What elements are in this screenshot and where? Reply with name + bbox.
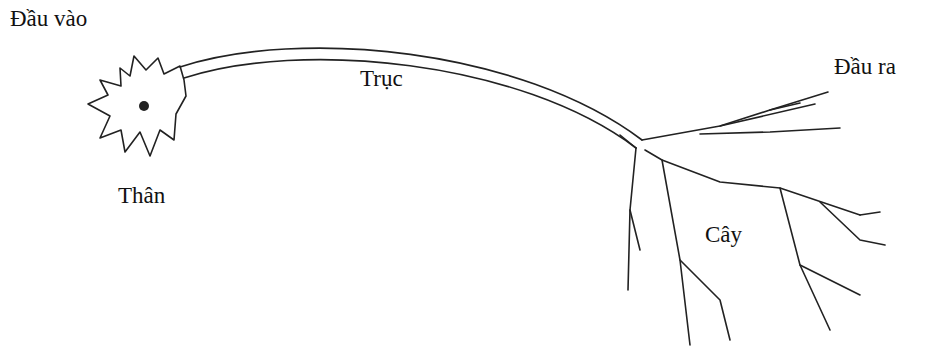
dendrite-branch — [860, 212, 880, 215]
dendrite-branch — [720, 92, 828, 126]
cell-body — [88, 56, 186, 156]
nucleus — [139, 101, 149, 111]
part-label: Cây — [705, 222, 742, 247]
dendrite-branch — [645, 150, 690, 345]
dendrite-branch — [630, 210, 640, 250]
dendrite-branch — [770, 103, 800, 110]
part-label: Thân — [118, 183, 165, 208]
dendrite-branch — [700, 128, 840, 134]
part-label: Đầu vào — [10, 6, 87, 31]
dendrite-branch — [662, 160, 860, 215]
part-label: Đầu ra — [834, 54, 896, 79]
part-label: Trục — [360, 66, 403, 91]
axon-line — [184, 60, 636, 148]
dendrite-branch — [680, 260, 730, 340]
axon-line — [180, 48, 642, 140]
dendrite-branch — [620, 135, 636, 148]
dendrite-branch — [780, 188, 860, 295]
dendrite-branch — [820, 202, 885, 245]
dendrite-branch — [800, 265, 830, 330]
dendrite-branch — [642, 104, 815, 140]
